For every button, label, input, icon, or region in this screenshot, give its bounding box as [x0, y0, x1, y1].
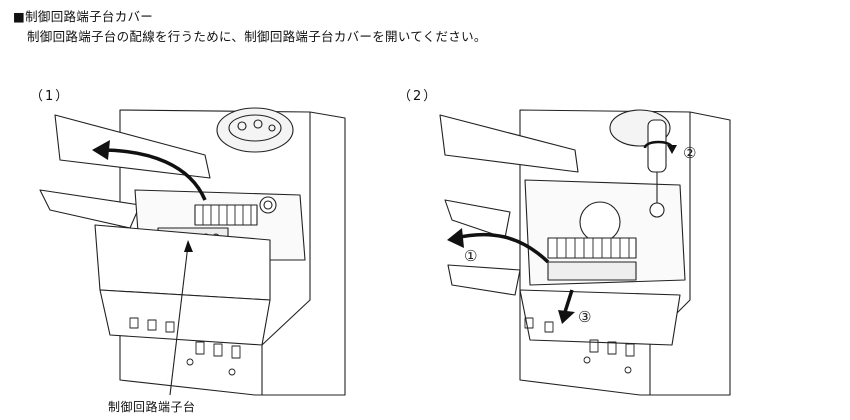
- step-marker-1: ①: [464, 247, 477, 265]
- terminal-block-callout: 制御回路端子台: [108, 400, 196, 414]
- figure-2-label: （2）: [398, 89, 439, 104]
- figure-1-label: （1）: [30, 89, 71, 104]
- instruction-text: 制御回路端子台の配線を行うために、制御回路端子台カバーを開いてください。: [27, 29, 487, 44]
- step-marker-2: ②: [683, 144, 696, 162]
- step-marker-3: ③: [578, 308, 591, 326]
- section-heading: ■制御回路端子台カバー: [13, 9, 154, 24]
